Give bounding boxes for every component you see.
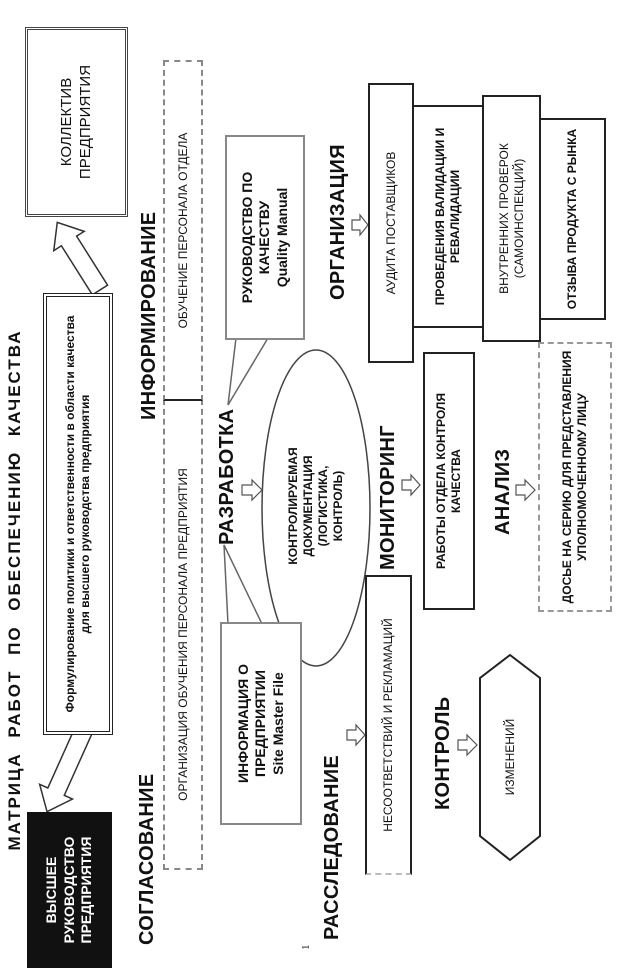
callout-line: ПРЕДПРИЯТИИ [252,670,269,777]
heading-control: КОНТРОЛЬ [432,696,454,810]
arrow-down-icon [457,733,478,757]
qc-work-box: РАБОТЫ ОТДЕЛА КОНТРОЛЯ КАЧЕСТВА [423,352,475,610]
changes-hexagon [479,653,541,862]
arrow-down-icon [241,478,263,502]
page-title: МАТРИЦА РАБОТ ПО ОБЕСПЕЧЕНИЮ КАЧЕСТВА [5,329,24,851]
heading-investigation: РАССЛЕДОВАНИЕ [321,754,343,940]
arrow-to-staff [52,221,109,296]
quality-manual-callout: РУКОВОДСТВО ПО КАЧЕСТВУ Quality Manual [225,135,305,340]
arrow-down-icon [351,213,369,237]
heading-analysis: АНАЛИЗ [492,448,514,535]
callout-tail-site-master [223,544,264,625]
heading-informing: ИНФОРМИРОВАНИЕ [138,211,160,420]
callout-line: РУКОВОДСТВО ПО [238,171,255,304]
training-enterprise-cell: ОРГАНИЗАЦИЯ ОБУЧЕНИЯ ПЕРСОНАЛА ПРЕДПРИЯТ… [163,399,203,870]
organization-item: ВНУТРЕННИХ ПРОВЕРОК (САМОИНСПЕКЦИЙ) [482,95,541,342]
callout-tail-quality-manual [227,337,270,406]
policy-box: Формулирование политики и ответственност… [43,293,113,735]
heading-monitoring: МОНИТОРИНГ [377,425,399,570]
callout-line: Quality Manual [273,187,290,288]
nonconformities-box: НЕСООТВЕТСТВИЙ И РЕКЛАМАЦИЙ [365,575,412,875]
changes-label: ИЗМЕНЕНИЙ [502,718,517,796]
organization-item: ОТЗЫВА ПРОДУКТА С РЫНКА [539,118,606,320]
callout-line: Site Master File [269,672,286,775]
organization-item: АУДИТА ПОСТАВЩИКОВ [368,83,414,363]
site-master-file-callout: ИНФОРМАЦИЯ О ПРЕДПРИЯТИИ Site Master Fil… [220,622,302,825]
top-management-box: ВЫСШЕЕ РУКОВОДСТВО ПРЕДПРИЯТИЯ [27,812,112,968]
staff-box: КОЛЛЕКТИВ ПРЕДПРИЯТИЯ [25,27,128,217]
heading-organization: ОРГАНИЗАЦИЯ [327,144,349,300]
controlled-docs-label: КОНТРОЛИРУЕМАЯ ДОКУМЕНТАЦИЯ (ЛОГИСТИКА, … [286,447,345,565]
controlled-docs-ellipse [261,349,371,667]
arrow-down-icon [401,473,421,497]
organization-item: ПРОВЕДЕНИЯ ВАЛИДАЦИИ И РЕВАЛИДАЦИИ [412,105,484,328]
batch-dossier-box: ДОСЬЕ НА СЕРИЮ ДЛЯ ПРЕДСТАВЛЕНИЯ УПОЛНОМ… [538,342,612,612]
callout-line: КАЧЕСТВУ [256,200,273,275]
page-number: 1 [300,944,312,951]
arrow-down-icon [515,478,536,502]
training-department-cell: ОБУЧЕНИЕ ПЕРСОНАЛА ОТДЕЛА [163,60,203,401]
heading-development: РАЗРАБОТКА [216,408,238,545]
heading-agreement: СОГЛАСОВАНИЕ [136,773,158,945]
arrow-down-icon [346,723,366,747]
callout-line: ИНФОРМАЦИЯ О [234,663,251,784]
